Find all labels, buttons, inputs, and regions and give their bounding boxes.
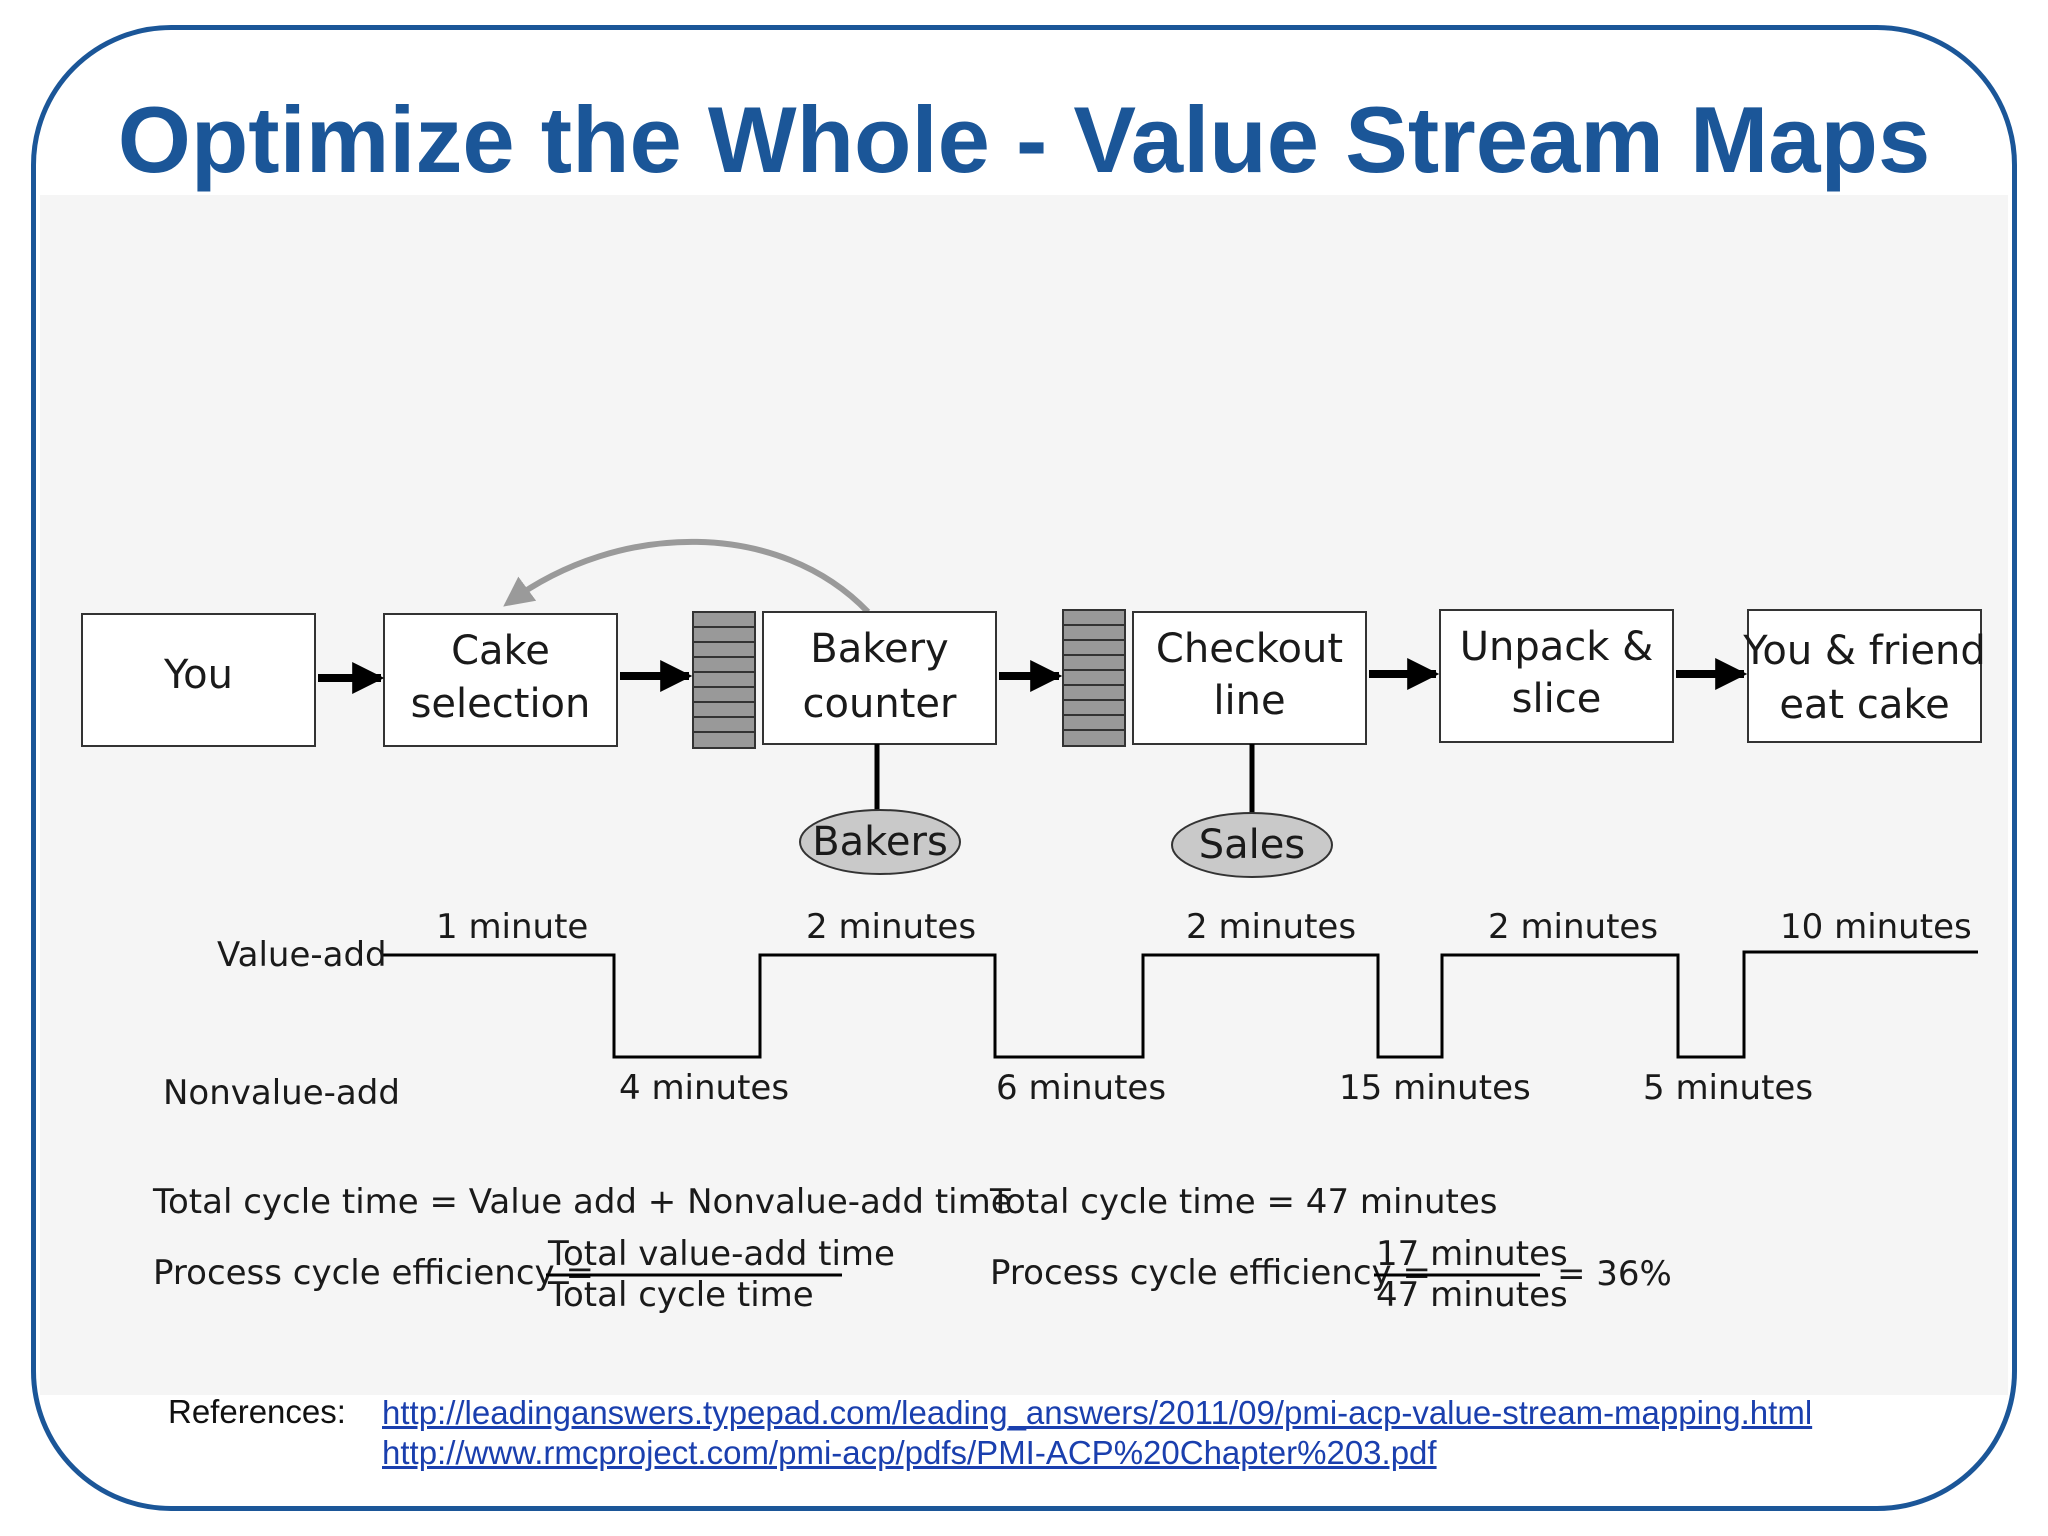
- efficiency-result: = 36%: [1557, 1254, 1672, 1294]
- process-cake-selection-line2: selection: [411, 681, 591, 727]
- role-bakers-label: Bakers: [812, 819, 948, 865]
- process-cake-selection-line1: Cake: [451, 628, 550, 674]
- process-unpack-slice: Unpack & slice: [1439, 609, 1674, 743]
- diagram-panel: [40, 195, 2008, 1395]
- process-bakery-counter-line1: Bakery: [810, 626, 948, 672]
- process-you-label: You: [163, 652, 233, 698]
- queue-before-checkout: [1062, 609, 1126, 747]
- process-eat-cake-line2: eat cake: [1779, 682, 1949, 728]
- nonvalue-add-time-3: 15 minutes: [1339, 1068, 1531, 1108]
- process-cake-selection: Cake selection: [383, 613, 618, 747]
- slide-frame: [31, 25, 2017, 1511]
- slide-title: Optimize the Whole - Value Stream Maps: [117, 87, 1931, 192]
- efficiency-value-numerator: 17 minutes: [1376, 1234, 1568, 1274]
- total-cycle-value: Total cycle time = 47 minutes: [989, 1182, 1498, 1222]
- process-you: You: [81, 613, 316, 747]
- process-checkout-line: Checkout line: [1132, 611, 1367, 745]
- queue-before-bakery: [692, 611, 756, 749]
- efficiency-value-denominator: 47 minutes: [1376, 1275, 1568, 1315]
- nonvalue-add-label: Nonvalue-add: [163, 1073, 400, 1113]
- process-checkout-line-line2: line: [1213, 678, 1285, 724]
- feedback-arrow: [503, 538, 871, 615]
- reference-link-rmcproject[interactable]: http://www.rmcproject.com/pmi-acp/pdfs/P…: [382, 1434, 1437, 1471]
- formula-efficiency-numerator: Total value-add time: [547, 1234, 895, 1274]
- value-add-time-3: 2 minutes: [1186, 907, 1356, 947]
- value-add-label: Value-add: [217, 935, 387, 975]
- reference-link-leadinganswers[interactable]: http://leadinganswers.typepad.com/leadin…: [382, 1394, 1813, 1431]
- value-add-time-4: 2 minutes: [1488, 907, 1658, 947]
- process-bakery-counter-line2: counter: [803, 681, 957, 727]
- process-checkout-line-line1: Checkout: [1156, 626, 1343, 672]
- process-eat-cake-line1: You & friend: [1742, 628, 1986, 674]
- timeline-line: [383, 950, 1978, 1059]
- process-eat-cake: You & friend eat cake: [1742, 609, 1986, 743]
- role-sales-label: Sales: [1199, 822, 1305, 868]
- nonvalue-add-time-1: 4 minutes: [619, 1068, 789, 1108]
- nonvalue-add-time-4: 5 minutes: [1643, 1068, 1813, 1108]
- references-label: References:: [168, 1393, 346, 1430]
- formula-total-cycle-definition: Total cycle time = Value add + Nonvalue-…: [152, 1182, 1012, 1222]
- process-bakery-counter: Bakery counter: [762, 611, 997, 745]
- value-add-time-1: 1 minute: [436, 907, 588, 947]
- nonvalue-add-time-2: 6 minutes: [996, 1068, 1166, 1108]
- references-links: http://leadinganswers.typepad.com/leadin…: [382, 1393, 1812, 1473]
- efficiency-value-label: Process cycle efficiency =: [990, 1253, 1431, 1293]
- role-bakers: Bakers: [799, 809, 961, 875]
- process-unpack-slice-line2: slice: [1512, 676, 1602, 722]
- formula-efficiency-label: Process cycle efficiency =: [153, 1253, 594, 1293]
- process-unpack-slice-line1: Unpack &: [1460, 624, 1654, 670]
- role-sales: Sales: [1171, 812, 1333, 878]
- value-add-time-2: 2 minutes: [806, 907, 976, 947]
- formula-efficiency-denominator: Total cycle time: [547, 1275, 814, 1315]
- value-add-time-5: 10 minutes: [1780, 907, 1972, 947]
